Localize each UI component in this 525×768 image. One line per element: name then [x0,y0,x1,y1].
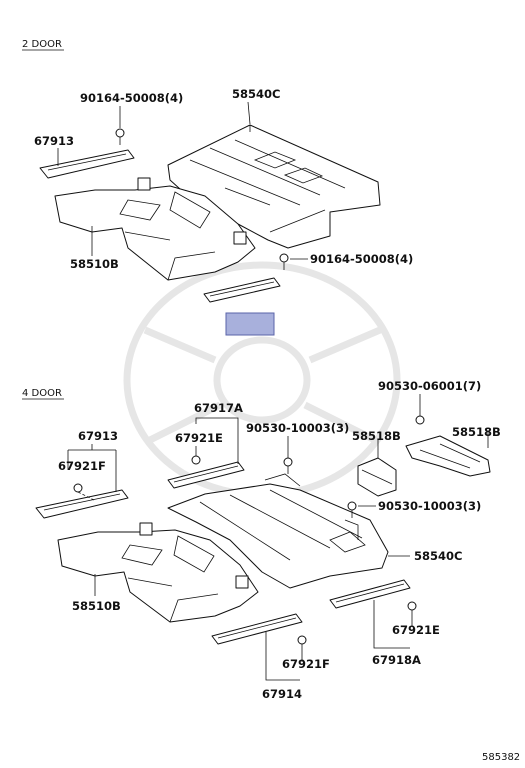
part-label: 67914 [262,687,302,701]
scuff-plate-67914 [211,613,303,645]
rear-floor-pan-4door [167,473,389,589]
diagram-number: 585382 [482,752,520,763]
watermark-logo [123,261,401,499]
scuff-plate-67913-2door [39,149,135,179]
clip-icon [407,601,417,611]
part-label: 67921F [58,459,106,473]
screw-icon [347,501,357,518]
part-label: 90530-10003(3) [246,421,349,435]
part-label: 90164-50008(4) [310,252,413,266]
part-label: 67913 [34,134,74,148]
screw-icon [283,457,293,474]
highlight-box[interactable] [225,312,275,336]
part-label: 58510B [72,599,121,613]
part-label: 67918A [372,653,421,667]
part-label: 58540C [414,549,462,563]
part-label: 67917A [194,401,243,415]
part-label: 58510B [70,257,119,271]
clip-icon [415,415,425,425]
screw-icon [279,253,289,270]
clip-icon [73,483,83,493]
part-label: 90164-50008(4) [80,91,183,105]
part-label: 67921F [282,657,330,671]
scuff-plate-lower-2door [203,277,281,303]
bracket-58518B-left [357,457,397,497]
front-floor-pan-2door [54,177,256,281]
scuff-plate-67913-4door [35,489,129,519]
part-label: 67913 [78,429,118,443]
front-floor-pan-4door [57,522,259,623]
screw-icon [115,128,125,145]
scuff-plate-67918A [329,579,411,609]
part-label: 90530-10003(3) [378,499,481,513]
clip-icon [297,635,307,645]
part-label: 67921E [392,623,440,637]
part-label: 67921E [175,431,223,445]
part-label: 58540C [232,87,280,101]
part-label: 58518B [452,425,501,439]
scuff-plate-67917A [167,461,245,489]
section-title-2door: 2 DOOR [22,39,62,50]
section-title-4door: 4 DOOR [22,388,62,399]
part-label: 58518B [352,429,401,443]
bracket-58518B-right [405,435,491,477]
part-label: 90530-06001(7) [378,379,481,393]
clip-icon [191,455,201,465]
